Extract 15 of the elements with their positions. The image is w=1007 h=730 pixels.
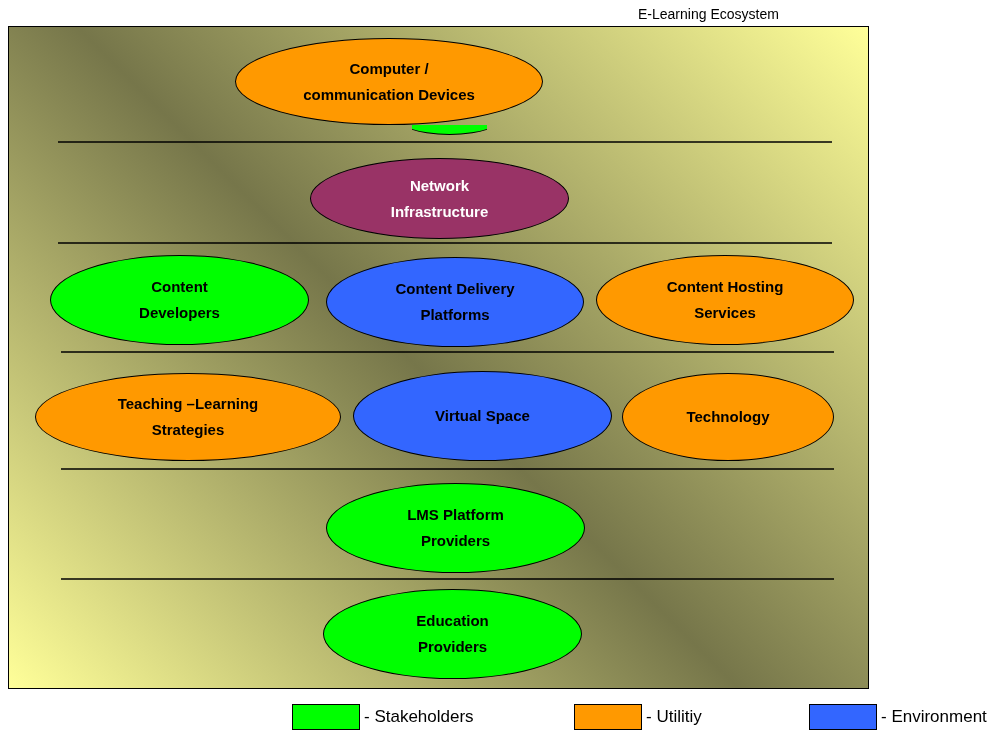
node-label: Virtual Space <box>434 406 531 426</box>
node-label: Technology <box>685 407 771 427</box>
legend-label: - Utilitiy <box>646 707 702 727</box>
node-label: Content Hosting Services <box>665 277 785 323</box>
node-label: Content Delivery Platforms <box>394 279 516 325</box>
legend-label: - Environment <box>881 707 987 727</box>
node-label: Education Providers <box>415 611 490 657</box>
node-label: Content Developers <box>138 277 221 323</box>
gradient-panel <box>8 26 869 689</box>
node-label: Network Infrastructure <box>389 175 490 222</box>
node-label: Teaching –Learning Strategies <box>116 394 260 440</box>
legend-label: - Stakeholders <box>364 707 474 727</box>
node-label: Computer / communication Devices <box>302 58 476 105</box>
node-label: LMS Platform Providers <box>406 505 505 551</box>
diagram-title: E-Learning Ecosystem <box>638 6 779 22</box>
